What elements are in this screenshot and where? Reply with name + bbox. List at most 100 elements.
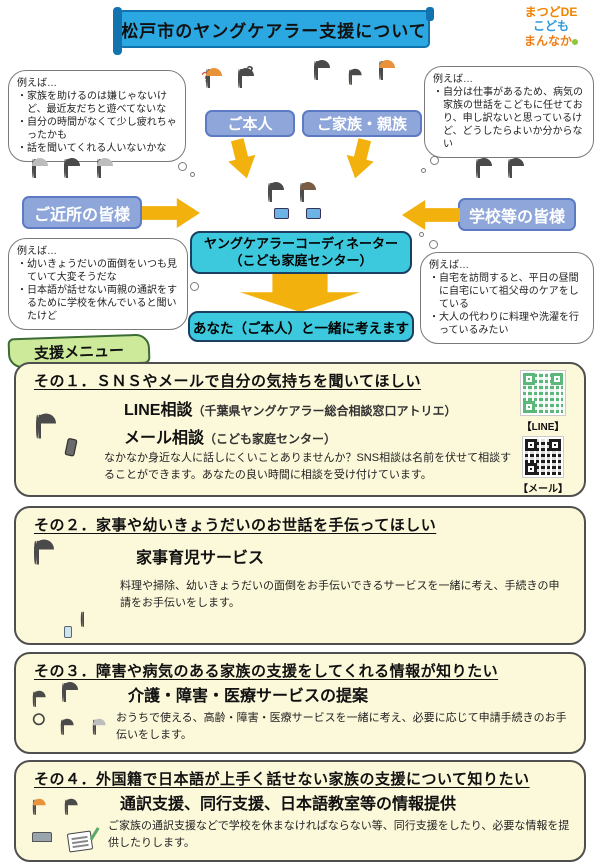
bubble-tail [190, 172, 195, 177]
label-gakko: 学校等の皆様 [458, 198, 576, 231]
bubble-item: ・自分は仕事があるため、病気の家族の世話をこどもに任せており、申し訳ないと思って… [433, 87, 583, 150]
honnin-people-icon: ？ ？ [201, 64, 266, 112]
milk-bottle-icon [64, 626, 72, 638]
bubble-item: ・自宅を訪問すると、平日の昼間に自宅にいて祖父母のケアをしている [429, 273, 579, 310]
mail-consult-title: メール相談（こども家庭センター） [124, 430, 337, 447]
section-2-heading: その２．家事や幼いきょうだいのお世話を手伝ってほしい [34, 517, 437, 534]
arrow-right-icon [142, 198, 200, 228]
bubble-item: ・大人の代わりに料理や洗濯を行っているみたい [429, 312, 579, 336]
big-arrow-down-icon [240, 274, 360, 312]
bubble-item: ・日本語が話せない両親の通訳をするために学校を休んでいると聞いたけど [17, 285, 177, 322]
line-consult-title: LINE相談（千葉県ヤングケアラー総合相談窓口アトリエ） [124, 402, 457, 419]
gakko-people-icon [476, 158, 536, 202]
bubble-tail [419, 232, 424, 237]
coordinator-box: ヤングケアラーコーディネーター （こども家庭センター） [190, 231, 412, 274]
bubble-item: ・幼いきょうだいの面倒をいつも見ていて大変そうだな [17, 259, 177, 283]
person-icon [268, 182, 296, 226]
kazoku-people-icon [314, 60, 407, 104]
section-4-subtitle: 通訳支援、同行支援、日本語教室等の情報提供 [120, 796, 457, 813]
section-1-heading: その１．ＳＮＳやメールで自分の気持ちを聞いてほしい [34, 373, 422, 390]
section-3-subtitle: 介護・障害・医療サービスの提案 [128, 688, 369, 705]
kinjo-people-icon [32, 158, 125, 202]
person-icon [206, 68, 234, 112]
bubble-item: ・家族を助けるのは嫌じゃないけど、最近友だちと遊べてないな [17, 91, 167, 115]
bubble-intro: 例えば… [17, 246, 57, 257]
bubble-item: ・自分の時間がなくて少し疲れちゃったかも [17, 117, 177, 141]
person-icon [34, 539, 69, 595]
section-3: その３．障害や病気のある家族の支援をしてくれる情報が知りたい 介護・障害・医療サ… [14, 652, 586, 754]
baby-icon [64, 604, 106, 646]
person-icon [80, 611, 103, 646]
section-2-subtitle: 家事育児サービス [136, 550, 265, 567]
person-icon [64, 158, 92, 202]
line-qr-label: 【LINE】 [521, 422, 565, 433]
person-icon [60, 718, 83, 754]
person-icon [32, 158, 60, 202]
arrow-left-icon [402, 200, 460, 230]
bubble-intro: 例えば… [17, 78, 57, 89]
label-kinjo: ご近所の皆様 [22, 196, 142, 229]
laptop-icon [32, 832, 52, 842]
folder-icon [306, 208, 322, 219]
logo-apple-icon [572, 38, 578, 45]
section-3-heading: その３．障害や病気のある家族の支援をしてくれる情報が知りたい [34, 663, 499, 680]
label-kazoku: ご家族・親族 [302, 110, 422, 137]
section-4-heading: その４．外国籍で日本語が上手く話せない家族の支援について知りたい [34, 771, 530, 788]
line-qr-code [520, 370, 566, 416]
mail-consult-sub: （こども家庭センター） [204, 432, 337, 446]
thought-bubble-school: 例えば… ・自宅を訪問すると、平日の昼間に自宅にいて祖父母のケアをしている ・大… [420, 252, 594, 344]
thought-bubble-child: 例えば… ・家族を助けるのは嫌じゃないけど、最近友だちと遊べてないな ・自分の時… [8, 70, 186, 162]
thought-bubble-parent: 例えば… ・自分は仕事があるため、病気の家族の世話をこどもに任せており、申し訳な… [424, 66, 594, 158]
mail-qr-label: 【メール】 [518, 484, 568, 495]
line-consult-sub: （千葉県ヤングケアラー総合相談窓口アトリエ） [192, 404, 457, 418]
section-1-body: なかなか身近な人に話しにくいことありませんか？SNS相談は名前を伏せて相談するこ… [104, 452, 512, 482]
person-icon [314, 60, 342, 104]
person-icon [508, 158, 536, 202]
bubble-item: ・話を聞いてくれる人いないかな [17, 143, 167, 154]
bubble-tail [421, 168, 426, 173]
person-icon [32, 798, 55, 834]
person-icon [62, 682, 90, 726]
section-1: その１．ＳＮＳやメールで自分の気持ちを聞いてほしい LINE相談（千葉県ヤングケ… [14, 362, 586, 497]
coordinator-people-icon [268, 182, 328, 226]
interpreter-people-icon [30, 792, 90, 842]
person-icon [238, 68, 266, 112]
sns-person-icon [36, 413, 78, 469]
phone-icon [64, 437, 78, 457]
memo-pencil-icon [66, 830, 94, 853]
page-title: 松戸市のヤングケアラー支援について [113, 7, 434, 55]
bubble-tail [430, 156, 439, 165]
section-4: その４．外国籍で日本語が上手く話せない家族の支援について知りたい 通訳支援、同行… [14, 760, 586, 862]
person-icon [476, 158, 504, 202]
wheelchair-person-icon [32, 690, 55, 726]
section-3-body: おうちで使える、高齢・障害・医療サービスを一緒に考え、必要に応じて申請手続きのお… [116, 712, 567, 742]
section-2: その２．家事や幼いきょうだいのお世話を手伝ってほしい 家事育児サービス 料理や掃… [14, 506, 586, 645]
wheelchair-icon [32, 713, 45, 726]
coordinator-line2: （こども家庭センター） [229, 252, 373, 268]
logo-line1: まつどDE [524, 5, 578, 19]
person-icon [300, 182, 328, 226]
person-icon [96, 158, 125, 202]
logo-line3: まんなか [512, 34, 590, 48]
matsudo-logo: まつどDE こども まんなか [512, 5, 590, 48]
bubble-intro: 例えば… [429, 260, 469, 271]
housework-person-icon [34, 539, 69, 595]
bubble-tail [190, 282, 199, 291]
person-icon [36, 413, 78, 469]
person-icon [65, 798, 87, 834]
care-people-icon [30, 682, 90, 726]
person-icon [93, 718, 115, 754]
bubble-tail [178, 162, 187, 171]
person-icon [349, 68, 371, 104]
arrow-down-icon [224, 136, 261, 182]
section-4-body: ご家族の通訳支援などで学校を休まなければならない等、同行支援をしたり、必要な情報… [108, 820, 570, 850]
helper-people-icon [58, 712, 118, 754]
mail-qr-code [522, 436, 564, 478]
logo-line2: こども [532, 19, 569, 34]
coordinator-line1: ヤングケアラーコーディネーター [203, 235, 399, 251]
bubble-intro: 例えば… [433, 74, 473, 85]
bubble-tail [429, 240, 438, 249]
person-icon [378, 60, 407, 104]
result-box: あなた（ご本人）と一緒に考えます [188, 311, 414, 342]
